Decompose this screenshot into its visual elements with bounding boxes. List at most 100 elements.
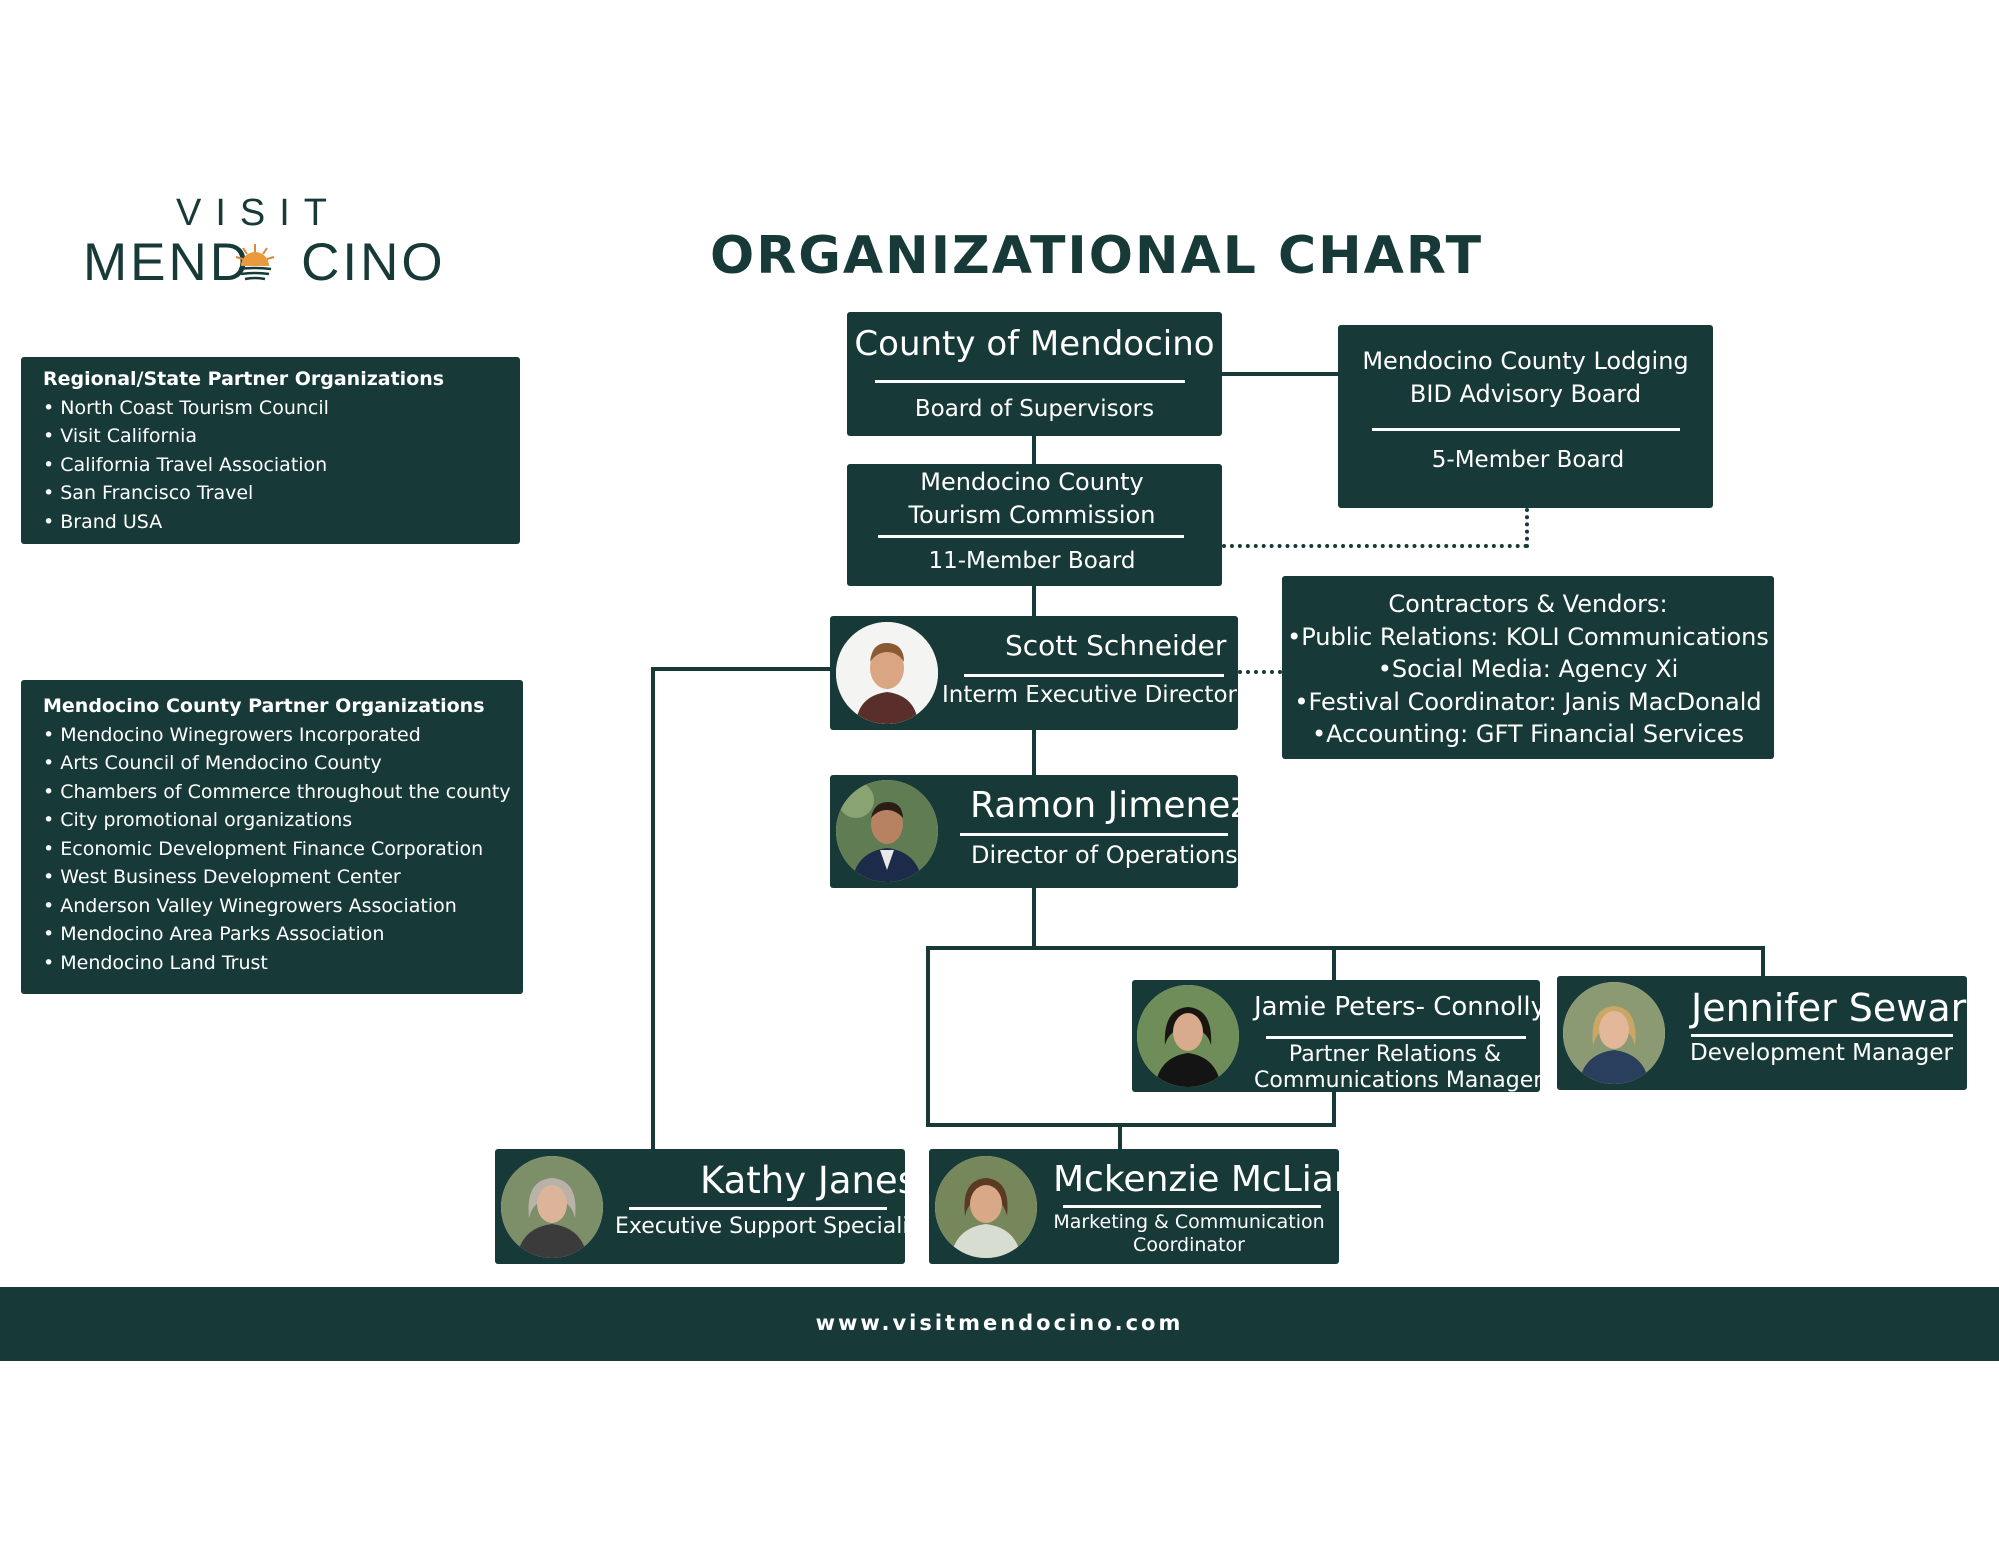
person-name: Kathy Janes — [700, 1159, 917, 1202]
person-photo-icon — [836, 780, 938, 882]
name-divider — [1063, 1205, 1321, 1208]
regional-partners-box: Regional/State Partner Organizations Nor… — [21, 357, 520, 544]
county-divider — [875, 380, 1185, 383]
person-role-line1: Partner Relations & — [1288, 1042, 1502, 1067]
list-item: San Francisco Travel — [43, 479, 520, 508]
list-item: Visit California — [43, 422, 520, 451]
connector-jamie-down — [1332, 946, 1336, 980]
connector-scott-contractors — [1238, 670, 1282, 674]
person-photo-icon — [501, 1156, 603, 1258]
list-item: Anderson Valley Winegrowers Association — [43, 892, 523, 921]
name-divider — [1266, 1036, 1526, 1039]
name-divider — [960, 833, 1228, 836]
person-card-scott: Scott Schneider Interm Executive Directo… — [830, 616, 1238, 730]
connector-ramon-down — [1032, 888, 1036, 949]
commission-line1: Mendocino County — [920, 468, 1144, 496]
name-divider — [964, 674, 1224, 677]
connector-team-left-down — [926, 946, 930, 1126]
bid-board-box: Mendocino County Lodging BID Advisory Bo… — [1338, 325, 1713, 508]
list-item: Chambers of Commerce throughout the coun… — [43, 778, 523, 807]
connector-county-bid — [1222, 372, 1338, 376]
person-photo-icon — [935, 1156, 1037, 1258]
county-partners-title: Mendocino County Partner Organizations — [43, 695, 485, 717]
footer-bar: www.visitmendocino.com — [0, 1287, 1999, 1361]
regional-partners-list: North Coast Tourism Council Visit Califo… — [43, 394, 520, 537]
list-item: •Festival Coordinator: Janis MacDonald — [1294, 687, 1762, 716]
person-role: Development Manager — [1690, 1040, 1953, 1066]
bid-board-line1: Mendocino County Lodging — [1362, 347, 1689, 375]
county-name: County of Mendocino — [854, 324, 1215, 364]
website-link[interactable]: www.visitmendocino.com — [815, 1311, 1184, 1335]
connector-commission-dotted — [1222, 544, 1528, 548]
person-card-mckenzie: Mckenzie McLian Marketing & Communicatio… — [929, 1149, 1357, 1264]
person-name: Jennifer Seward — [1691, 986, 1990, 1030]
list-item: California Travel Association — [43, 451, 520, 480]
connector-jamie-bottom — [1332, 1090, 1336, 1127]
page-title: ORGANIZATIONAL CHART — [710, 226, 1484, 286]
person-name: Jamie Peters- Connolly — [1254, 992, 1546, 1022]
connector-scott-left — [651, 667, 830, 671]
name-divider — [1691, 1034, 1953, 1037]
person-role-line2: Communications Manager — [1254, 1068, 1543, 1093]
connector-scott-ramon — [1032, 730, 1036, 775]
avatar — [1137, 985, 1239, 1087]
connector-bottom-horizontal — [926, 1123, 1336, 1127]
list-item: Mendocino Area Parks Association — [43, 920, 523, 949]
bid-board-subtitle: 5-Member Board — [1431, 447, 1625, 473]
connector-bid-dotted — [1525, 508, 1529, 548]
avatar — [836, 622, 938, 724]
list-item: West Business Development Center — [43, 863, 523, 892]
commission-divider — [878, 535, 1184, 538]
sun-logo-icon — [235, 244, 275, 281]
logo-visit-text: VISIT — [176, 192, 342, 234]
regional-partners-title: Regional/State Partner Organizations — [43, 368, 445, 390]
list-item: Economic Development Finance Corporation — [43, 835, 523, 864]
person-name: Ramon Jimenez — [970, 785, 1250, 826]
county-subtitle: Board of Supervisors — [914, 396, 1155, 422]
commission-box: Mendocino County Tourism Commission 11-M… — [847, 464, 1222, 586]
person-name: Mckenzie McLian — [1053, 1159, 1357, 1200]
contractors-box: Contractors & Vendors: •Public Relations… — [1282, 576, 1774, 759]
person-role: Director of Operations — [971, 841, 1238, 869]
person-photo-icon — [836, 622, 938, 724]
list-item: Arts Council of Mendocino County — [43, 749, 523, 778]
bid-divider — [1372, 428, 1680, 431]
connector-left-down-kathy — [651, 667, 655, 1149]
person-card-kathy: Kathy Janes Executive Support Specialist — [495, 1149, 929, 1264]
county-partners-box: Mendocino County Partner Organizations M… — [21, 680, 523, 994]
connector-jennifer-down — [1761, 946, 1765, 976]
list-item: •Public Relations: KOLI Communications — [1287, 622, 1769, 651]
logo-text-right: CINO — [301, 233, 446, 292]
person-card-jennifer: Jennifer Seward Development Manager — [1557, 976, 1990, 1090]
person-photo-icon — [1563, 982, 1665, 1084]
avatar — [935, 1156, 1037, 1258]
person-role-line1: Marketing & Communication — [1053, 1211, 1325, 1233]
person-photo-icon — [1137, 985, 1239, 1087]
name-divider — [629, 1207, 887, 1210]
county-box: County of Mendocino Board of Supervisors — [847, 312, 1222, 436]
avatar — [501, 1156, 603, 1258]
logo-mendocino: MEND CINO — [83, 232, 446, 293]
contractors-title: Contractors & Vendors: — [1388, 590, 1668, 618]
list-item: City promotional organizations — [43, 806, 523, 835]
person-role: Executive Support Specialist — [615, 1214, 929, 1239]
avatar — [1563, 982, 1665, 1084]
list-item: North Coast Tourism Council — [43, 394, 520, 423]
person-card-jamie: Jamie Peters- Connolly Partner Relations… — [1132, 980, 1546, 1093]
commission-line2: Tourism Commission — [908, 501, 1156, 529]
connector-team-horizontal — [926, 946, 1765, 950]
person-card-ramon: Ramon Jimenez Director of Operations — [830, 775, 1249, 888]
list-item: Brand USA — [43, 508, 520, 537]
list-item: Mendocino Winegrowers Incorporated — [43, 721, 523, 750]
avatar — [836, 780, 938, 882]
list-item: Mendocino Land Trust — [43, 949, 523, 978]
connector-commission-scott — [1032, 586, 1036, 616]
person-role: Interm Executive Director — [942, 682, 1237, 708]
list-item: •Accounting: GFT Financial Services — [1311, 720, 1745, 748]
connector-mckenzie — [1118, 1123, 1122, 1149]
logo-text-left: MEND — [83, 233, 252, 292]
bid-board-line2: BID Advisory Board — [1409, 380, 1642, 408]
connector-county-commission — [1032, 436, 1036, 464]
commission-subtitle: 11-Member Board — [928, 548, 1136, 574]
person-role-line2: Coordinator — [1133, 1234, 1245, 1256]
